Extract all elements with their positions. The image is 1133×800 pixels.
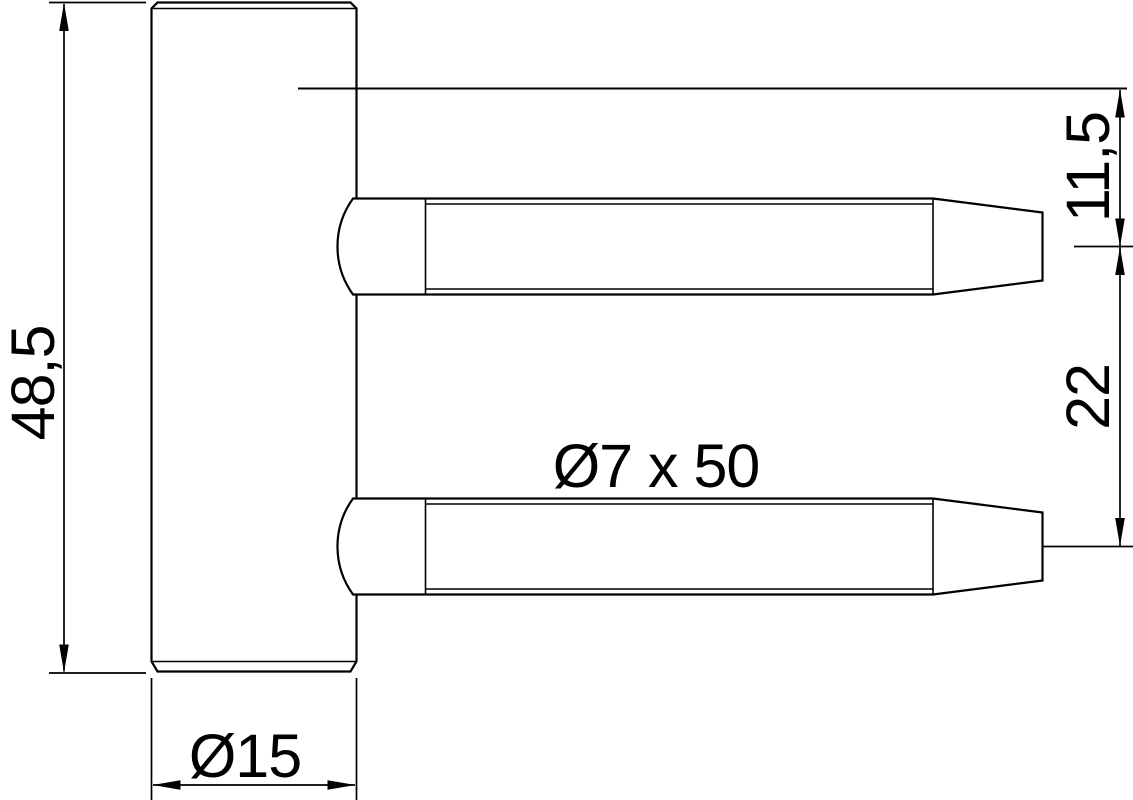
body-diameter-arrow-right-icon xyxy=(327,780,356,790)
hinge-body-outline xyxy=(150,1,358,673)
dimension-total-height: 48,5 xyxy=(0,1,146,674)
total-height-label: 48,5 xyxy=(0,326,67,441)
dimension-pin-spacing: 22 xyxy=(1042,246,1133,548)
total-height-arrow-up-icon xyxy=(59,3,69,31)
dimension-body-diameter: Ø15 xyxy=(150,678,358,800)
bottom-pin-outline xyxy=(336,497,1044,596)
top-pin-outline xyxy=(336,197,1044,296)
pin-spacing-label: 22 xyxy=(1054,364,1122,430)
top-pin xyxy=(336,197,1044,296)
body-diameter-arrow-left-icon xyxy=(152,780,181,790)
top-offset-arrow-up-icon xyxy=(1115,89,1125,118)
dimension-top-offset: 11,5 xyxy=(298,87,1133,248)
pin-dimensions-label: Ø7 x 50 xyxy=(553,432,760,500)
total-height-arrow-down-icon xyxy=(59,644,69,673)
hinge-body xyxy=(150,1,358,673)
body-diameter-label: Ø15 xyxy=(189,722,301,790)
pin-spacing-arrow-down-icon xyxy=(1115,518,1125,546)
top-offset-label: 11,5 xyxy=(1054,112,1122,222)
pin-spacing-arrow-up-icon xyxy=(1115,247,1125,275)
bottom-pin xyxy=(336,497,1044,596)
top-offset-arrow-down-icon xyxy=(1115,218,1125,247)
